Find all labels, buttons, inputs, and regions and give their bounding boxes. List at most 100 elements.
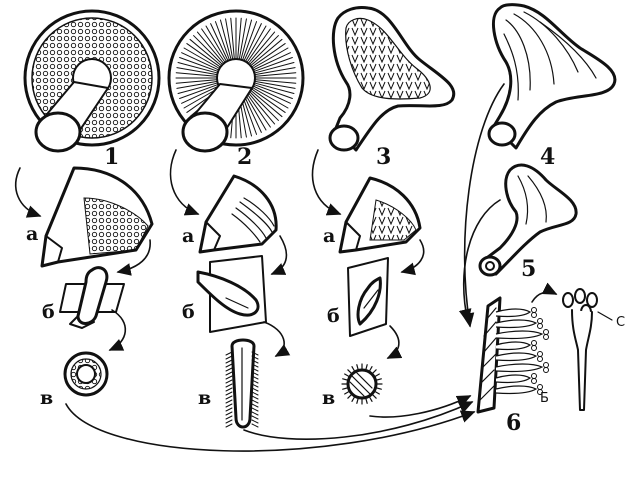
hatch-line	[225, 363, 233, 368]
hatch-line	[251, 399, 259, 404]
hatch-line	[175, 79, 217, 84]
hatch-line	[251, 351, 259, 356]
section-a-toothed	[338, 176, 422, 254]
basidium	[495, 385, 538, 395]
hatch-line	[250, 38, 283, 66]
hatch-line	[225, 379, 233, 384]
arrow-a1-to-b1	[116, 239, 151, 276]
basidium	[495, 330, 544, 340]
hatch-line	[225, 399, 233, 404]
hatch-line	[255, 67, 296, 76]
hatch-line	[251, 423, 259, 428]
basidium	[495, 352, 538, 362]
hatch-line	[251, 43, 286, 68]
label-a-2: а	[182, 225, 194, 247]
figure-2-lamellar-mushroom	[167, 9, 305, 153]
hatch-line	[225, 395, 233, 400]
hatch-line	[175, 72, 217, 77]
hatch-line	[251, 371, 259, 376]
basidium	[495, 363, 544, 373]
figure-label-1: 1	[104, 144, 119, 170]
hatch-line	[251, 387, 259, 392]
hatch-line	[255, 72, 297, 77]
hatch-line	[230, 17, 235, 59]
hatch-line	[196, 31, 224, 64]
arrow-4-to-6	[461, 83, 505, 328]
figure-4-chanterelle	[487, 3, 617, 150]
spore	[531, 373, 537, 379]
hatch-line	[251, 411, 259, 416]
hatch-line	[251, 403, 259, 408]
hatch-line	[189, 38, 222, 66]
arrow-3-to-a	[311, 149, 342, 216]
section-a-lamellar	[198, 174, 278, 254]
arrow-a2-to-b2	[270, 235, 288, 275]
label-a-3: а	[323, 225, 335, 247]
hatch-line	[251, 383, 259, 388]
arrow-b1-to-v1	[108, 309, 127, 351]
basidium	[495, 319, 538, 329]
hatch-line	[238, 18, 247, 59]
hatch-line	[254, 82, 295, 95]
hatch-line	[214, 21, 230, 60]
cross-section-v-gill	[225, 338, 259, 429]
hatch-line	[250, 90, 283, 118]
spore	[543, 329, 549, 335]
figure-label-4: 4	[540, 144, 555, 170]
cross-section-v-tooth	[341, 363, 383, 405]
spore	[531, 307, 537, 313]
hatch-line	[181, 85, 219, 104]
label-v-3: в	[322, 387, 335, 409]
hatch-line	[252, 87, 289, 109]
spore	[537, 389, 543, 395]
hatch-line	[251, 407, 259, 412]
hatch-line	[242, 96, 258, 135]
hatch-line	[205, 25, 227, 62]
hatch-line	[249, 35, 279, 65]
label-b-3: б	[327, 305, 340, 327]
figure-label-5: 5	[521, 256, 536, 282]
hatch-line	[251, 395, 259, 400]
basidium	[495, 308, 532, 318]
spore	[543, 367, 549, 373]
spore	[537, 318, 543, 324]
hatch-line	[245, 94, 267, 131]
hatch-line	[225, 18, 234, 59]
hatch-line	[251, 391, 259, 396]
hatch-line	[243, 23, 262, 61]
figure-5-funnel-mushroom	[478, 163, 578, 277]
label-a-1: а	[26, 223, 38, 245]
hatch-line	[176, 67, 217, 76]
label-spores: С	[616, 315, 625, 330]
hatch-line	[251, 367, 259, 372]
arrow-basidium-to-detail	[531, 282, 558, 303]
hatch-line	[240, 19, 253, 60]
spore	[531, 340, 537, 346]
hatch-line	[248, 92, 276, 125]
arrow-a3-to-b3	[400, 239, 425, 276]
hatch-line	[177, 61, 218, 74]
hatch-line	[225, 423, 233, 428]
hatch-line	[249, 91, 279, 121]
hatch-line	[254, 56, 293, 72]
spore	[543, 334, 549, 340]
hatch-line	[251, 415, 259, 420]
arrow-v2-to-6	[243, 401, 474, 440]
hatch-line	[225, 387, 233, 392]
hatch-line	[251, 375, 259, 380]
label-b-2: б	[182, 301, 195, 323]
fragment-b-gill	[196, 255, 267, 333]
hatch-line	[248, 31, 276, 64]
hatch-line	[255, 80, 296, 89]
figure-3-toothed-mushroom	[328, 6, 456, 152]
hatch-line	[219, 19, 232, 60]
hatch-line	[245, 25, 267, 62]
spore	[537, 384, 543, 390]
figure-label-6: 6	[506, 410, 521, 436]
hatch-line	[246, 28, 271, 63]
label-basidium: Б	[540, 391, 549, 406]
hatch-line	[225, 419, 233, 424]
figure-label-3: 3	[376, 144, 391, 170]
hatch-line	[225, 403, 233, 408]
spore	[531, 378, 537, 384]
